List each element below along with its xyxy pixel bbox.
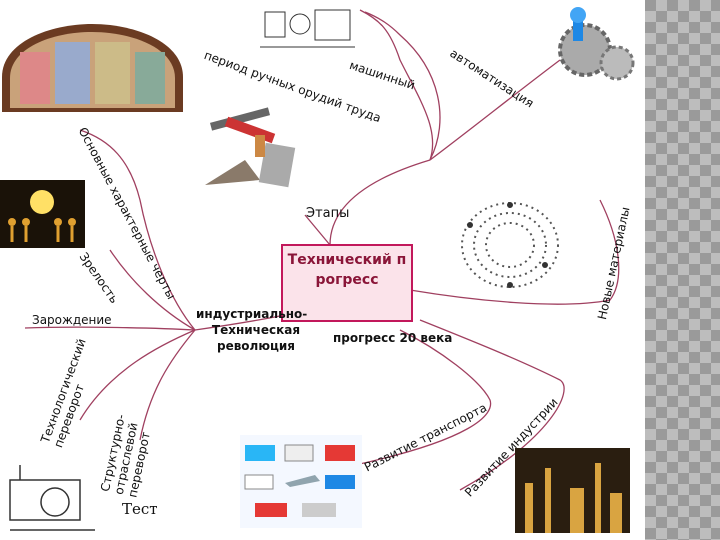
tech-revolution-label: Техническая революция — [211, 323, 301, 353]
line-origin — [24, 326, 196, 331]
line-new-materials — [409, 199, 620, 305]
industrial-plant-image — [515, 448, 630, 533]
stained-glass-image — [2, 24, 183, 112]
loom-machine-image — [9, 465, 95, 531]
vehicles-image — [240, 435, 362, 528]
line-manual-tools — [359, 9, 434, 161]
stages-label: Этапы — [306, 206, 350, 221]
center-title: Технический прогресс — [287, 252, 407, 288]
lightbulb-people-image — [0, 180, 85, 248]
gears-image — [558, 7, 635, 81]
origin-label: Зарождение — [32, 313, 112, 327]
machine-sketch-image — [260, 9, 355, 48]
industrial-label: индустриально- — [196, 307, 308, 321]
line-structural — [139, 329, 196, 441]
checkered-side-panel — [645, 0, 720, 540]
line-maturity — [109, 249, 196, 331]
line-automation — [429, 59, 561, 161]
line-tech-shift — [79, 329, 196, 421]
progress-20-label: прогресс 20 века — [333, 331, 453, 345]
center-node — [281, 244, 413, 322]
nanotube-image — [461, 202, 559, 288]
hand-tools-image — [205, 107, 296, 188]
line-industry — [419, 319, 565, 491]
line-to-center — [194, 314, 286, 331]
line-stages — [304, 214, 331, 246]
line-to-top-branches — [329, 159, 431, 246]
test-label[interactable]: Тест — [122, 500, 158, 518]
line-machine — [364, 11, 441, 161]
line-main-features — [79, 129, 196, 331]
line-transport — [354, 329, 492, 466]
